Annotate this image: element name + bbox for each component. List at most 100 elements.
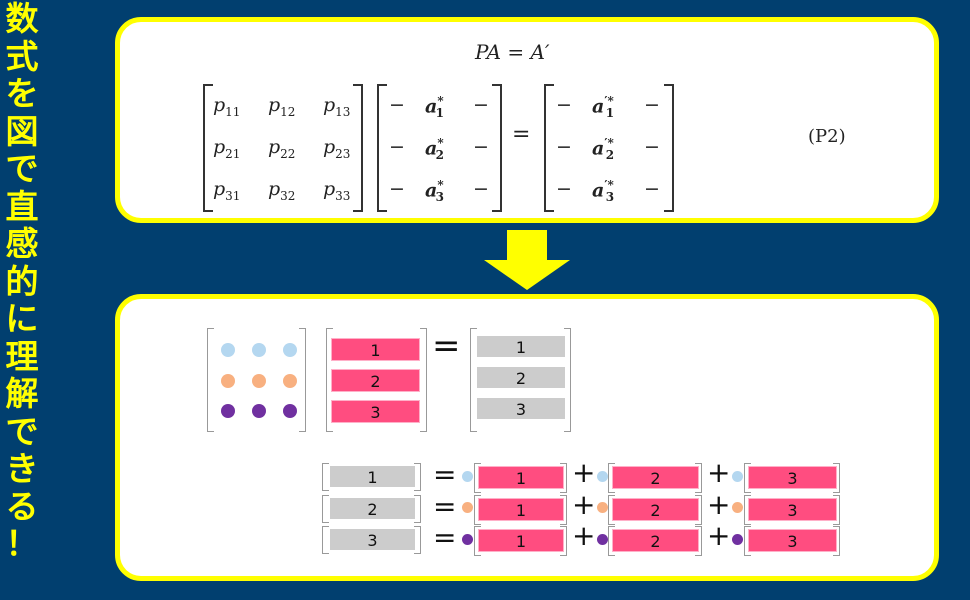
bracket-right (414, 463, 421, 491)
matrix-p-entry: p22 (268, 136, 296, 161)
bracket-left (207, 328, 214, 432)
bracket-left (744, 526, 751, 556)
bracket-right (420, 328, 427, 432)
color-dot (461, 533, 473, 545)
color-dot (596, 502, 608, 513)
title-char: で (5, 149, 39, 188)
row-vector-entry: a*3 (425, 178, 444, 205)
row-vector-entry: a*2 (425, 136, 444, 163)
color-dot (221, 404, 235, 418)
gray-bar: 3 (330, 529, 415, 550)
title-char: 数 (5, 0, 39, 38)
bracket-right (564, 328, 571, 432)
title-char: 理 (5, 336, 39, 376)
bracket-left (322, 526, 329, 554)
dash: − (389, 94, 405, 116)
plus-sign: + (707, 456, 731, 489)
plus-sign: + (707, 487, 731, 521)
title-char: る (5, 486, 39, 526)
color-dot (283, 404, 297, 418)
color-dot (461, 502, 473, 513)
bracket-right (833, 463, 840, 493)
pink-bar: 2 (612, 497, 699, 521)
dash: − (389, 136, 405, 158)
bracket-left (474, 463, 481, 493)
matrix-p-entry: p11 (213, 94, 241, 119)
dash: − (644, 94, 660, 116)
row-vector-entry: a′*1 (592, 94, 615, 121)
plus-sign: + (572, 487, 596, 521)
title-char: 図 (5, 111, 39, 151)
pink-bar: 1 (478, 466, 564, 489)
matrix-a-prime: −a′*1−−a′*2−−a′*3− (544, 84, 674, 212)
matrix-p-entry: p33 (323, 178, 351, 203)
vertical-title: 数式を図で直感的に理解できる！ (0, 0, 44, 563)
pink-bar: 3 (748, 497, 837, 521)
dash: − (556, 178, 572, 200)
bracket-right (299, 328, 306, 432)
dash: − (556, 136, 572, 158)
pink-bar: 1 (331, 338, 420, 361)
row-vector-entry: a′*3 (592, 178, 615, 205)
bracket-left (474, 494, 481, 525)
color-dot (731, 502, 743, 513)
pink-bar: 3 (331, 400, 420, 423)
bracket-left (326, 328, 333, 432)
bracket-left (474, 526, 481, 556)
bracket-left (744, 494, 751, 525)
bracket-right (695, 463, 702, 493)
plus-sign: + (707, 519, 731, 552)
title-char: に (5, 299, 39, 338)
pink-bar: 2 (612, 466, 699, 489)
pink-bar: 1 (478, 529, 564, 552)
title-char: で (5, 411, 39, 451)
equation-label: (P2) (808, 126, 846, 147)
equals-sign: = (512, 122, 531, 147)
bracket-left (608, 463, 615, 493)
bracket-right (695, 494, 702, 525)
dash: − (473, 94, 489, 116)
title-char: き (5, 449, 39, 488)
color-dot (596, 470, 608, 482)
bracket-right (560, 463, 567, 493)
matrix-a: −a*1−−a*2−−a*3− (377, 84, 502, 212)
pink-bar: 3 (748, 466, 837, 489)
title-char: ！ (5, 524, 39, 563)
pink-bar: 2 (331, 369, 420, 392)
title-char: 直 (5, 186, 39, 226)
bracket-left (744, 463, 751, 493)
color-dot (221, 343, 235, 357)
bracket-right (833, 494, 840, 525)
equals-sign: = (432, 326, 461, 366)
color-dot (461, 470, 473, 482)
gray-bar: 2 (477, 367, 565, 388)
dash: − (473, 178, 489, 200)
bracket-left (608, 526, 615, 556)
dash: − (556, 94, 572, 116)
bracket-left (322, 494, 329, 523)
title-char: を (5, 74, 39, 113)
bracket-right (695, 526, 702, 556)
row-vector-entry: a′*2 (592, 136, 615, 163)
bracket-left (322, 463, 329, 491)
color-dot (252, 343, 266, 357)
plus-sign: + (572, 456, 596, 489)
matrix-p-entry: p13 (323, 94, 351, 119)
bracket-right (560, 526, 567, 556)
row-vector-entry: a*1 (425, 94, 444, 121)
matrix-p-entry: p12 (268, 94, 296, 119)
equation-heading: PA = A′ (475, 40, 550, 64)
dash: − (644, 178, 660, 200)
color-dot (283, 373, 297, 388)
bracket-left (608, 494, 615, 525)
pink-bar: 2 (612, 529, 699, 552)
bracket-right (833, 526, 840, 556)
color-dot (596, 533, 608, 545)
equals-sign: = (433, 458, 457, 491)
dash: − (473, 136, 489, 158)
color-dot (252, 373, 266, 388)
bracket-right (414, 526, 421, 554)
